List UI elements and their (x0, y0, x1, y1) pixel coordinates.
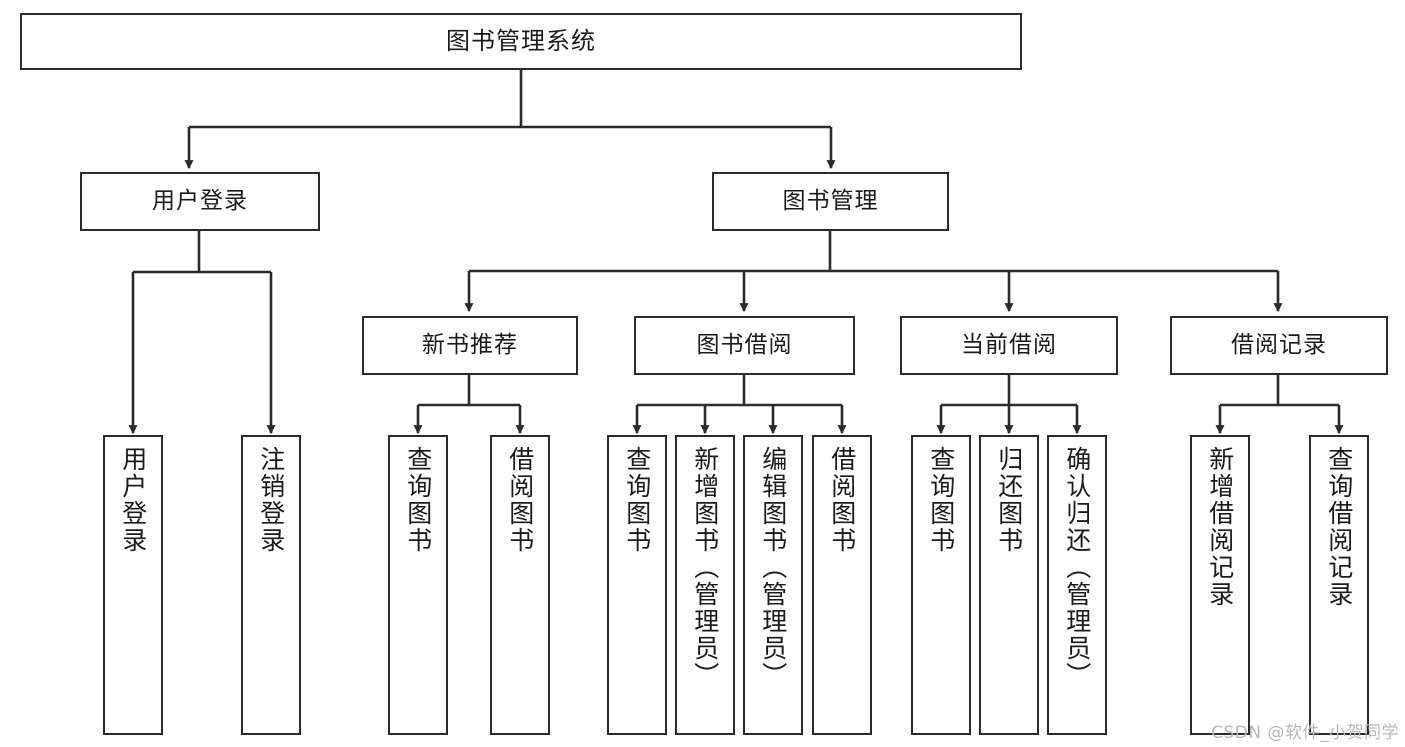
leaf-query-book-1-label: 查询图书 (403, 446, 433, 554)
node-root-label: 图书管理系统 (446, 27, 596, 56)
leaf-query-record-label: 查询借阅记录 (1324, 446, 1354, 608)
leaf-query-record[interactable]: 查询借阅记录 (1309, 435, 1369, 735)
leaf-logout[interactable]: 注销登录 (241, 435, 301, 735)
leaf-add-book-label: 新增图书（管理员） (690, 446, 720, 689)
leaf-query-book-1[interactable]: 查询图书 (388, 435, 448, 735)
leaf-borrow-book-1-label: 借阅图书 (505, 446, 535, 554)
node-new-book-recommend[interactable]: 新书推荐 (362, 316, 578, 375)
leaf-confirm-return-label: 确认归还（管理员） (1062, 446, 1092, 689)
leaf-confirm-return[interactable]: 确认归还（管理员） (1047, 435, 1107, 735)
node-borrow-record-label: 借阅记录 (1231, 331, 1327, 358)
node-current-borrow-label: 当前借阅 (961, 331, 1057, 358)
leaf-edit-book-label: 编辑图书（管理员） (758, 446, 788, 689)
node-book-manage[interactable]: 图书管理 (712, 172, 949, 231)
node-book-borrow-label: 图书借阅 (696, 331, 793, 358)
node-borrow-record[interactable]: 借阅记录 (1170, 316, 1388, 375)
node-user-login[interactable]: 用户登录 (80, 172, 320, 231)
watermark-text: CSDN @软件_小贺同学 (1211, 723, 1399, 743)
leaf-add-book[interactable]: 新增图书（管理员） (675, 435, 735, 735)
leaf-user-login[interactable]: 用户登录 (103, 435, 163, 735)
leaf-query-book-2-label: 查询图书 (622, 446, 652, 554)
leaf-return-book[interactable]: 归还图书 (979, 435, 1039, 735)
node-current-borrow[interactable]: 当前借阅 (900, 316, 1118, 375)
leaf-borrow-book-1[interactable]: 借阅图书 (490, 435, 550, 735)
node-book-manage-label: 图书管理 (782, 187, 879, 214)
leaf-edit-book[interactable]: 编辑图书（管理员） (743, 435, 803, 735)
node-new-book-recommend-label: 新书推荐 (422, 331, 518, 358)
leaf-borrow-book-2[interactable]: 借阅图书 (812, 435, 872, 735)
leaf-query-book-3-label: 查询图书 (926, 446, 956, 554)
node-user-login-label: 用户登录 (152, 187, 248, 214)
leaf-add-record[interactable]: 新增借阅记录 (1190, 435, 1250, 735)
leaf-query-book-3[interactable]: 查询图书 (911, 435, 971, 735)
leaf-add-record-label: 新增借阅记录 (1205, 446, 1235, 608)
leaf-user-login-label: 用户登录 (118, 446, 148, 554)
node-book-borrow[interactable]: 图书借阅 (634, 316, 855, 375)
node-root[interactable]: 图书管理系统 (20, 13, 1022, 70)
leaf-query-book-2[interactable]: 查询图书 (607, 435, 667, 735)
leaf-return-book-label: 归还图书 (994, 446, 1024, 554)
leaf-borrow-book-2-label: 借阅图书 (827, 446, 857, 554)
leaf-logout-label: 注销登录 (256, 446, 286, 554)
